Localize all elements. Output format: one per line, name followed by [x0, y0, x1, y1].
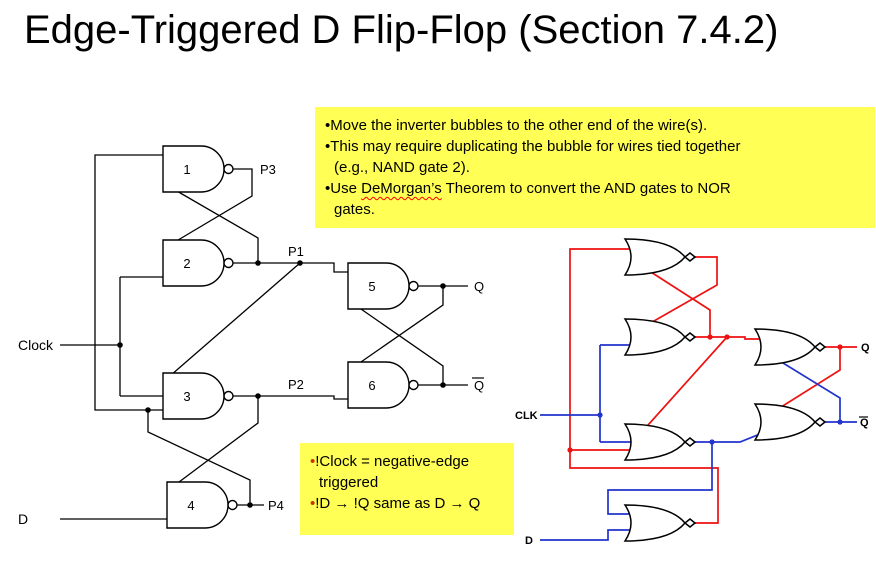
nor-signal-labels: CLK D Q Q: [515, 342, 870, 547]
note-line-3-pre: Use: [330, 180, 362, 197]
inverter-diamond-icon: [683, 518, 697, 528]
note-line-3-post: Theorem to convert the AND gates to NOR: [441, 180, 731, 197]
clock-note-line-1b: triggered: [310, 472, 504, 493]
nor-gate-bottom: [623, 504, 697, 542]
nor-gates: [623, 238, 827, 542]
nor-gate-second: [623, 318, 697, 356]
nand-gate-6: 6: [347, 361, 419, 409]
wire-blue-d: [540, 529, 640, 541]
note-line-2-text: This may require duplicating the bubble …: [330, 138, 741, 155]
wire-clock: [60, 276, 163, 397]
qbar-label: Q: [474, 378, 484, 393]
wire-red-feedback: [569, 248, 719, 524]
qbar-label: Q: [860, 417, 869, 429]
q-label: Q: [474, 279, 484, 294]
note-line-3b: gates.: [325, 199, 865, 220]
bullet-icon: •: [325, 180, 331, 197]
nand-wires: [60, 154, 468, 520]
gate-3-label: 3: [183, 389, 190, 404]
bullet-icon: •: [325, 117, 331, 134]
gate-1-label: 1: [183, 162, 190, 177]
bullet-icon: •: [310, 453, 316, 470]
nor-gate-qbar: [753, 403, 827, 441]
q-label: Q: [861, 342, 870, 354]
clock-note-line-2: •!D → !Q same as D → Q: [310, 493, 504, 514]
note-line-3: •Use DeMorgan’s Theorem to convert the A…: [325, 178, 865, 199]
slide-title: Edge-Triggered D Flip-Flop (Section 7.4.…: [24, 8, 779, 52]
clock-note-line-1-text: !Clock = negative-edge: [315, 453, 470, 470]
nand-gate-3: 3: [162, 372, 234, 420]
gate-2-label: 2: [183, 256, 190, 271]
nand-gate-1: 1: [162, 145, 234, 193]
nand-signal-labels: Clock D P3 P1 P2 P4 Q Q: [18, 162, 484, 527]
d-label: D: [525, 535, 533, 547]
nor-blue-junctions: [597, 412, 843, 445]
wire-p1: [162, 182, 352, 383]
inverter-diamond-icon: [813, 417, 827, 427]
wire-blue-clk: [540, 344, 640, 443]
clock-note-line-2-text: !D → !Q same as D → Q: [315, 495, 481, 512]
nand-junction-dots: [117, 260, 446, 508]
note-line-1-text: Move the inverter bubbles to the other e…: [330, 117, 708, 134]
clock-note-line-1: •!Clock = negative-edge: [310, 451, 504, 472]
note-line-3b-text: gates.: [334, 201, 375, 218]
note-line-2b: (e.g., NAND gate 2).: [325, 157, 865, 178]
nand-gates: 1 2 3 4 5 6: [162, 145, 419, 529]
inverter-diamond-icon: [813, 342, 827, 352]
nor-red-junctions: [567, 334, 843, 453]
nand-gate-5: 5: [347, 262, 419, 310]
inverter-diamond-icon: [683, 252, 697, 262]
demorgans-misspell-underline: DeMorgan’s: [361, 180, 442, 197]
wire-red-a-to-b: [639, 256, 718, 330]
d-label: D: [18, 511, 28, 527]
wire-p2: [166, 395, 352, 492]
nand-gate-4: 4: [166, 481, 238, 529]
nor-red-wires: [569, 248, 857, 524]
nor-gate-third: [623, 423, 697, 461]
note-line-1: •Move the inverter bubbles to the other …: [325, 115, 865, 136]
gate-4-label: 4: [187, 498, 194, 513]
note-line-2: •This may require duplicating the bubble…: [325, 136, 865, 157]
gate-5-label: 5: [368, 279, 375, 294]
clock-label: Clock: [18, 337, 54, 353]
p4-label: P4: [268, 498, 284, 513]
nor-blue-wires: [540, 344, 857, 541]
inverter-diamond-icon: [683, 437, 697, 447]
note-line-2b-text: (e.g., NAND gate 2).: [334, 159, 470, 176]
nor-gate-top: [623, 238, 697, 276]
bullet-icon: •: [310, 495, 316, 512]
wire-red-b-out: [639, 264, 770, 435]
clk-label: CLK: [515, 410, 538, 422]
inverter-diamond-icon: [683, 332, 697, 342]
nor-circuit-diagram: CLK D Q Q: [515, 238, 870, 547]
gate-6-label: 6: [368, 378, 375, 393]
p2-label: P2: [288, 377, 304, 392]
nand-gate-2: 2: [162, 239, 234, 287]
p3-label: P3: [260, 162, 276, 177]
wire-p3: [162, 168, 253, 250]
bullet-icon: •: [325, 138, 331, 155]
nand-circuit-diagram: 1 2 3 4 5 6 Clock D P3 P1 P2 P4 Q Q: [18, 145, 484, 529]
p1-label: P1: [288, 244, 304, 259]
instructions-note: •Move the inverter bubbles to the other …: [315, 107, 875, 228]
clock-note: •!Clock = negative-edge triggered •!D → …: [300, 443, 514, 535]
nor-gate-q: [753, 328, 827, 366]
clock-note-line-1b-text: triggered: [319, 474, 379, 491]
